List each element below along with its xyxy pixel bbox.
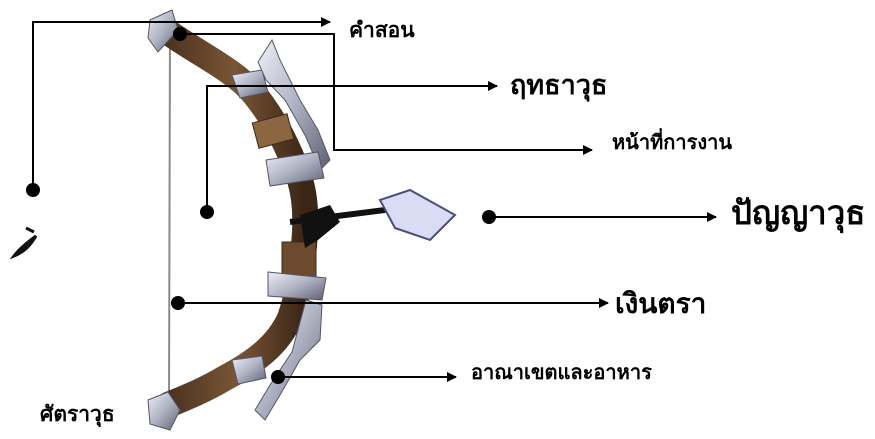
bow-string	[168, 21, 171, 411]
label-kamson: คำสอน	[349, 18, 415, 42]
label-nathi-kan-ngan: หน้าที่การงาน	[612, 130, 733, 154]
label-sattrawut: ศัตราวุธ	[40, 402, 115, 426]
bow-illustration	[9, 9, 457, 431]
line-kamson	[32, 17, 331, 190]
connectors	[26, 17, 717, 384]
line-nathi	[180, 33, 593, 155]
arrow-tip	[378, 188, 457, 242]
label-arnakhet-lae-ahan: อาณาเขตและอาหาร	[471, 360, 652, 384]
small-mark	[9, 226, 38, 260]
label-ngoentra: เงินตรา	[615, 287, 707, 320]
line-rit	[206, 81, 498, 212]
label-panyawut: ปัญญาวุธ	[731, 193, 866, 232]
label-ritthawut: ฤทธาวุธ	[510, 70, 608, 101]
